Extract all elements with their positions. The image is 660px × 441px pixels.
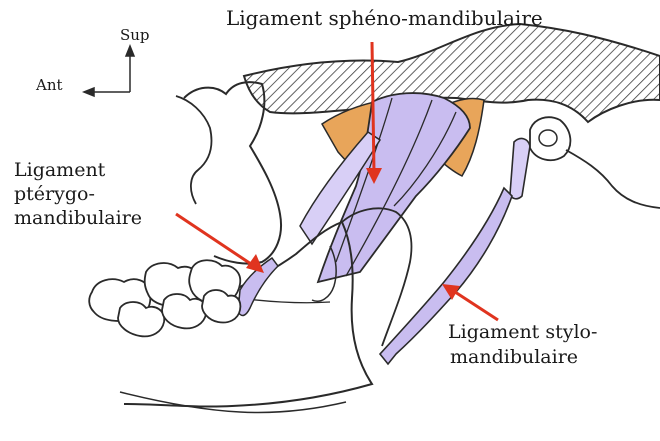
pterygo-label-line-3: mandibulaire <box>14 206 142 230</box>
occipital-outline <box>566 150 660 208</box>
zygomatic-fragment <box>176 96 212 204</box>
stylo-label-line-1: Ligament stylo- <box>448 320 597 345</box>
orientation-compass <box>84 46 134 96</box>
pterygo-label-line-2: ptérygo- <box>14 182 142 206</box>
direction-anterior-label: Ant <box>36 76 63 94</box>
ear-canal <box>539 130 557 146</box>
pterygo-label-line-1: Ligament <box>14 158 142 182</box>
stylo-mandibular-label: Ligament stylo- mandibulaire <box>448 320 597 371</box>
arrow-ptery <box>176 214 254 266</box>
molar-teeth <box>89 260 240 336</box>
pterygo-mandibular-label: Ligament ptérygo- mandibulaire <box>14 158 142 230</box>
styloid-process <box>510 139 530 199</box>
arrow-stylo <box>452 290 498 320</box>
arrow-spheno <box>372 42 374 172</box>
spheno-mandibular-label: Ligament sphéno-mandibulaire <box>226 6 543 30</box>
stylo-label-line-2: mandibulaire <box>448 345 597 370</box>
mandible-lower-border <box>120 392 346 413</box>
direction-superior-label: Sup <box>120 26 150 44</box>
